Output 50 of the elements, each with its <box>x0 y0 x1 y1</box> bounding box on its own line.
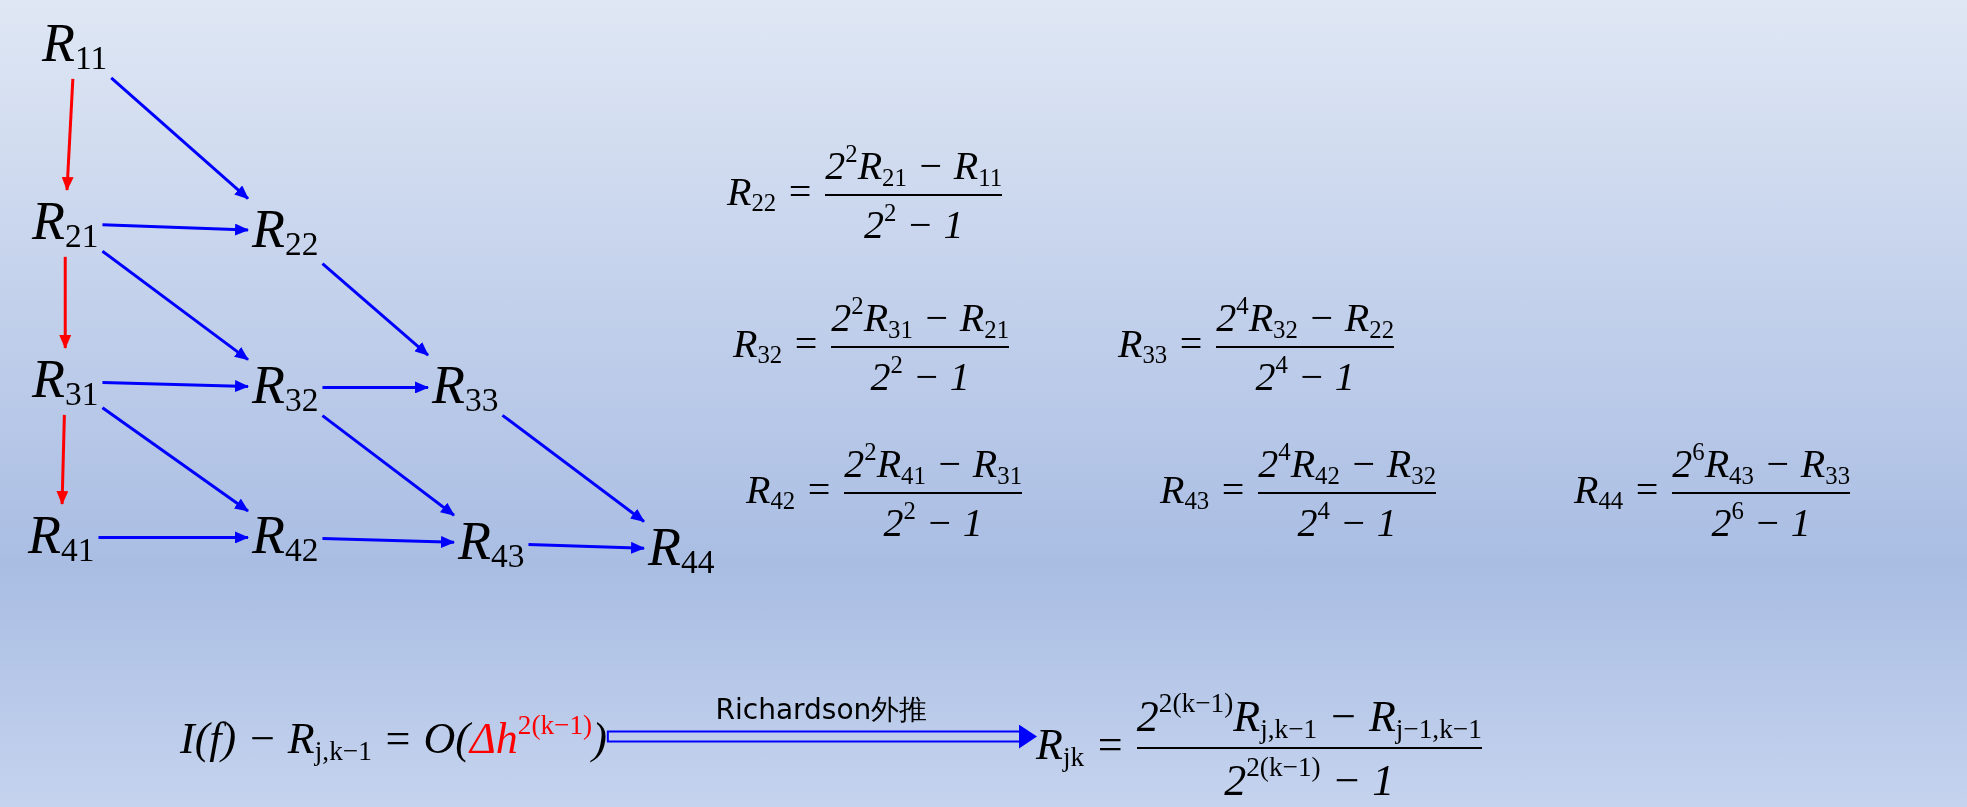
arrow <box>322 381 429 394</box>
edge-label: Richardson外推 <box>715 691 928 728</box>
fraction-numerator: 2$^{4}$R$_{42}$ − R$_{32}$ <box>1258 438 1437 489</box>
arrow <box>59 256 72 349</box>
math-term: R$_{32}$ <box>252 358 319 417</box>
math-term: R$_{22}$ <box>252 202 319 261</box>
arrow <box>321 262 429 357</box>
math-expression: R$_{43}$ = <box>1160 468 1247 515</box>
fraction-numerator: 2$^{6}$R$_{43}$ − R$_{33}$ <box>1672 438 1851 489</box>
math-term: R$_{43}$ <box>458 514 525 573</box>
math-term: R$_{31}$ <box>32 352 99 411</box>
fraction-numerator: 2$^{4}$R$_{32}$ − R$_{22}$ <box>1216 292 1395 343</box>
arrow <box>101 249 249 361</box>
arrow <box>98 531 249 544</box>
math-expression: R$_{22}$ = <box>727 170 814 217</box>
arrow <box>102 380 249 393</box>
fraction-denominator: 2$^{4}$ − 1 <box>1255 350 1355 400</box>
fraction-denominator: 2$^{2}$ − 1 <box>870 350 970 400</box>
math-term: R$_{33}$ <box>432 358 499 417</box>
fraction-denominator: 2$^{6}$ − 1 <box>1711 496 1811 546</box>
arrow <box>61 78 75 191</box>
arrow <box>102 223 249 236</box>
math-expression: I(f) − R$_{j,k−1}$ = O( <box>180 717 470 766</box>
math-term: R$_{11}$ <box>42 16 108 75</box>
fraction-numerator: 2$^{2}$R$_{21}$ − R$_{11}$ <box>825 140 1003 191</box>
math-expression: ) <box>592 717 607 762</box>
math-term: R$_{44}$ <box>648 520 715 579</box>
arrow <box>321 414 455 517</box>
math-term: R$_{41}$ <box>28 508 95 567</box>
math-expression: R$_{32}$ = <box>733 322 820 369</box>
fraction-numerator: 2$^{2}$R$_{41}$ − R$_{31}$ <box>844 438 1023 489</box>
arrow <box>110 76 249 200</box>
math-term: R$_{42}$ <box>252 508 319 567</box>
fraction-denominator: 2$^{2}$ − 1 <box>864 198 964 248</box>
math-expression: R$_{42}$ = <box>746 468 833 515</box>
math-expression: R$_{44}$ = <box>1574 468 1661 515</box>
math-term: R$_{21}$ <box>32 194 99 253</box>
fraction-denominator: 2$^{2(k−1)}$ − 1 <box>1224 751 1395 806</box>
math-expression: R$_{jk}$ = <box>1036 721 1125 773</box>
arrow <box>56 414 69 505</box>
arrow <box>501 414 645 523</box>
fraction-denominator: 2$^{4}$ − 1 <box>1297 496 1397 546</box>
double-arrow <box>606 724 1037 749</box>
arrow <box>528 541 645 554</box>
arrow <box>101 406 249 513</box>
arrow <box>322 535 455 548</box>
fraction-denominator: 2$^{2}$ − 1 <box>883 496 983 546</box>
fraction-numerator: 2$^{2(k−1)}$R$_{j,k−1}$ − R$_{j−1,k−1}$ <box>1136 688 1482 744</box>
math-expression: R$_{33}$ = <box>1118 322 1205 369</box>
fraction-numerator: 2$^{2}$R$_{31}$ − R$_{21}$ <box>831 292 1010 343</box>
